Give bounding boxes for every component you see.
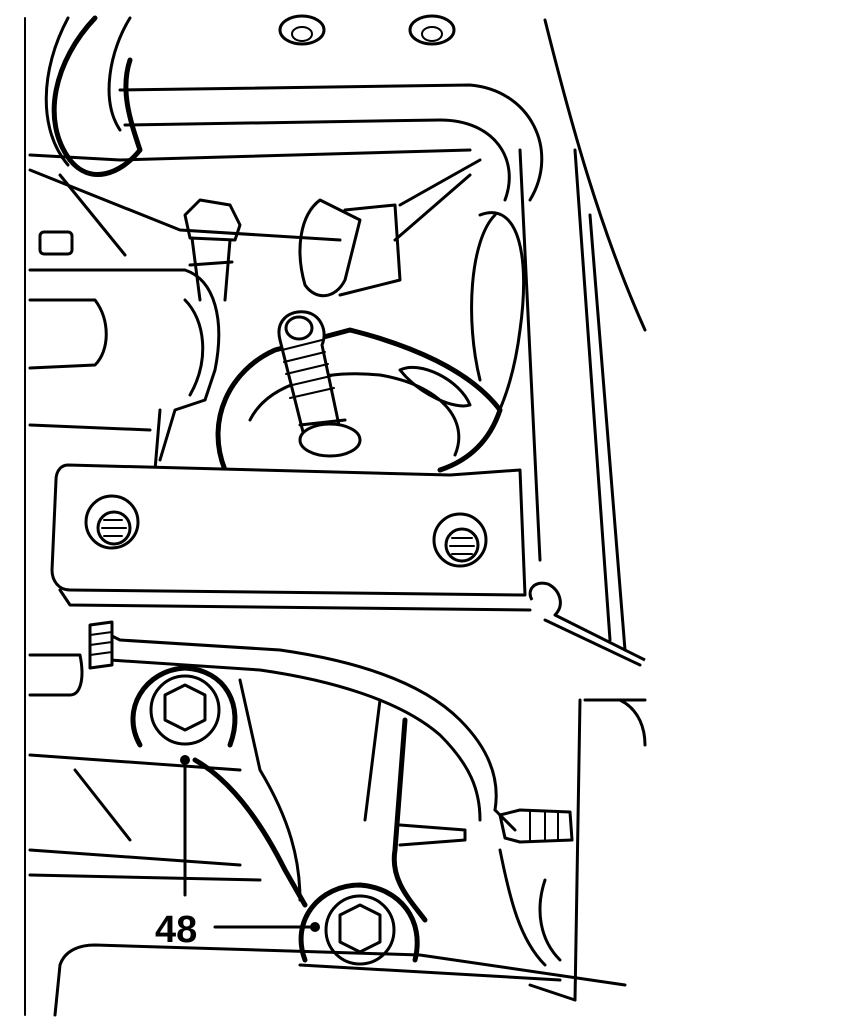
left-fittings bbox=[38, 198, 242, 302]
upper-lever-bolt bbox=[130, 665, 238, 748]
bottom-base bbox=[53, 943, 627, 1017]
bracket-bolts bbox=[84, 494, 488, 568]
bracket-plate bbox=[50, 463, 532, 612]
upper-rail bbox=[28, 83, 544, 257]
hose-clip bbox=[298, 158, 482, 298]
right-clip bbox=[528, 581, 646, 667]
threaded-stud bbox=[277, 310, 362, 458]
right-nut bbox=[493, 808, 574, 844]
mount-body bbox=[215, 211, 526, 473]
left-housing bbox=[28, 268, 221, 472]
callout-label-48: 48 bbox=[155, 909, 197, 951]
lower-rail bbox=[98, 628, 647, 1002]
curved-pipe bbox=[44, 15, 143, 177]
left-lower-lines bbox=[28, 653, 262, 882]
lower-right-casting bbox=[498, 848, 577, 1002]
lever-arm bbox=[192, 678, 467, 923]
top-studs bbox=[278, 14, 456, 46]
callout-leaders bbox=[180, 755, 320, 932]
right-frame-lines bbox=[518, 18, 647, 652]
grub-screw bbox=[88, 620, 114, 670]
